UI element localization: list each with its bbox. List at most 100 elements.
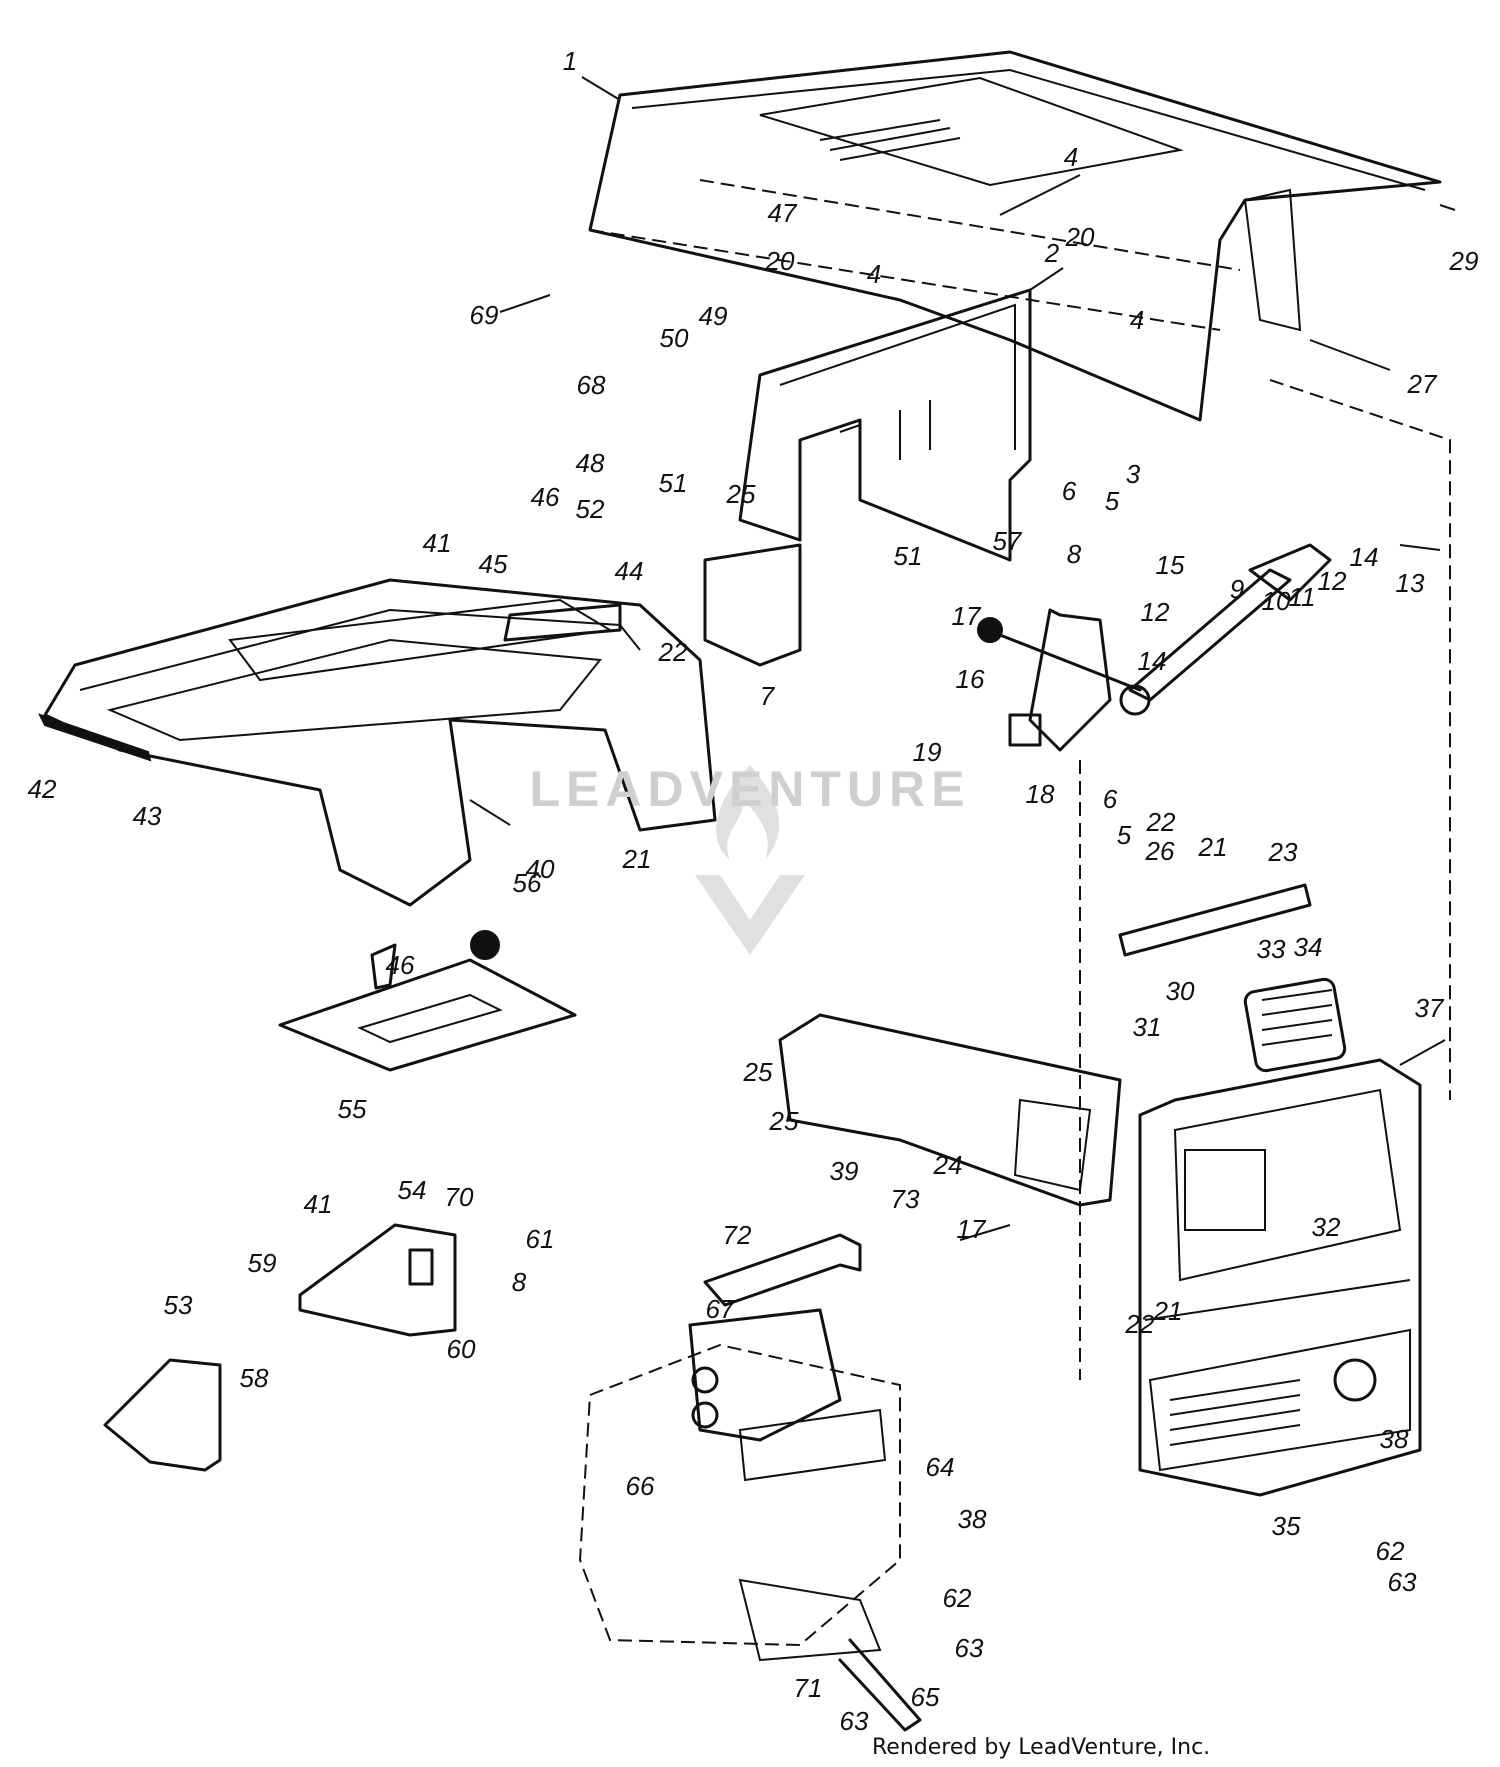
callout-62: 62 [943, 1583, 972, 1613]
callout-25: 25 [743, 1057, 773, 1087]
callout-23: 23 [1268, 837, 1298, 867]
callout-5: 5 [1117, 820, 1132, 850]
callout-41: 41 [423, 528, 452, 558]
callout-18: 18 [1026, 779, 1055, 809]
lever-assembly [977, 543, 1332, 752]
callout-19: 19 [913, 737, 942, 767]
callout-46: 46 [531, 482, 560, 512]
callout-43: 43 [133, 801, 162, 831]
callout-21: 21 [1198, 832, 1228, 862]
callout-40: 40 [526, 854, 555, 884]
callout-59: 59 [248, 1248, 277, 1278]
callout-60: 60 [447, 1334, 476, 1364]
callout-63: 63 [840, 1706, 869, 1736]
fender-pan [38, 578, 717, 907]
callout-25: 25 [769, 1106, 799, 1136]
callout-27: 27 [1407, 369, 1438, 399]
callout-10: 10 [1262, 586, 1291, 616]
watermark-logo [690, 760, 810, 965]
callout-21: 21 [1153, 1296, 1183, 1326]
callout-44: 44 [615, 556, 644, 586]
watermark-text: LEADVENTURE [529, 761, 971, 817]
callout-24: 24 [933, 1150, 963, 1180]
callout-16: 16 [956, 664, 985, 694]
callout-69: 69 [470, 300, 499, 330]
callout-52: 52 [576, 494, 605, 524]
callout-70: 70 [445, 1182, 474, 1212]
callout-29: 29 [1449, 246, 1479, 276]
shift-plate [278, 930, 577, 1072]
callout-22: 22 [1125, 1309, 1155, 1339]
callout-17: 17 [952, 601, 982, 631]
callout-14: 14 [1138, 646, 1167, 676]
callout-7: 7 [760, 681, 776, 711]
callout-61: 61 [526, 1224, 555, 1254]
callout-47: 47 [768, 198, 798, 228]
callout-2: 2 [1044, 238, 1060, 268]
callout-68: 68 [577, 370, 606, 400]
callout-56: 56 [513, 868, 542, 898]
leader-lines [469, 76, 1456, 1380]
callout-71: 71 [794, 1673, 823, 1703]
callout-51: 51 [659, 468, 688, 498]
callout-25: 25 [726, 479, 756, 509]
callout-22: 22 [658, 637, 688, 667]
callout-20: 20 [765, 246, 795, 276]
callout-3: 3 [1126, 459, 1141, 489]
callout-63: 63 [1388, 1567, 1417, 1597]
callout-31: 31 [1133, 1012, 1162, 1042]
callout-54: 54 [398, 1175, 427, 1205]
callout-20: 20 [1065, 222, 1095, 252]
callout-38: 38 [958, 1504, 987, 1534]
callout-9: 9 [1230, 574, 1244, 604]
callout-17: 17 [957, 1214, 987, 1244]
callout-14: 14 [1350, 542, 1379, 572]
callout-21: 21 [622, 844, 652, 874]
callout-32: 32 [1312, 1212, 1341, 1242]
callout-65: 65 [911, 1682, 940, 1712]
callout-34: 34 [1294, 932, 1323, 962]
callout-64: 64 [926, 1452, 955, 1482]
callout-4: 4 [867, 259, 881, 289]
callout-13: 13 [1396, 568, 1425, 598]
callout-53: 53 [164, 1290, 193, 1320]
engine-assembly [578, 1308, 922, 1732]
callout-66: 66 [626, 1471, 655, 1501]
callout-48: 48 [576, 448, 605, 478]
callout-49: 49 [699, 301, 728, 331]
mounting-plate [703, 543, 802, 667]
callout-35: 35 [1272, 1511, 1301, 1541]
callout-67: 67 [706, 1294, 736, 1324]
callout-41: 41 [304, 1189, 333, 1219]
callout-42: 42 [28, 774, 57, 804]
callout-73: 73 [891, 1184, 920, 1214]
callout-58: 58 [240, 1363, 269, 1393]
callout-12: 12 [1318, 566, 1347, 596]
callout-26: 26 [1145, 836, 1175, 866]
flame-v-logo-icon [695, 765, 805, 955]
callout-62: 62 [1376, 1536, 1405, 1566]
callout-8: 8 [1067, 539, 1082, 569]
callout-63: 63 [955, 1633, 984, 1663]
callout-37: 37 [1415, 993, 1445, 1023]
rendered-by-credit: Rendered by LeadVenture, Inc. [872, 1735, 1211, 1760]
callout-50: 50 [660, 323, 689, 353]
callout-72: 72 [723, 1220, 752, 1250]
callout-39: 39 [830, 1156, 859, 1186]
callout-5: 5 [1105, 486, 1120, 516]
callout-11: 11 [1289, 582, 1316, 612]
callout-4: 4 [1064, 142, 1078, 172]
callout-51: 51 [894, 541, 923, 571]
callout-55: 55 [338, 1094, 367, 1124]
callout-15: 15 [1156, 550, 1185, 580]
callout-4: 4 [1130, 305, 1144, 335]
headlight-lens [1243, 977, 1347, 1073]
hood-panel [588, 50, 1442, 422]
pedal-bracket [103, 1223, 457, 1472]
callout-22: 22 [1146, 807, 1176, 837]
callout-8: 8 [512, 1267, 527, 1297]
callout-6: 6 [1062, 476, 1077, 506]
seat-handle [703, 1233, 862, 1307]
